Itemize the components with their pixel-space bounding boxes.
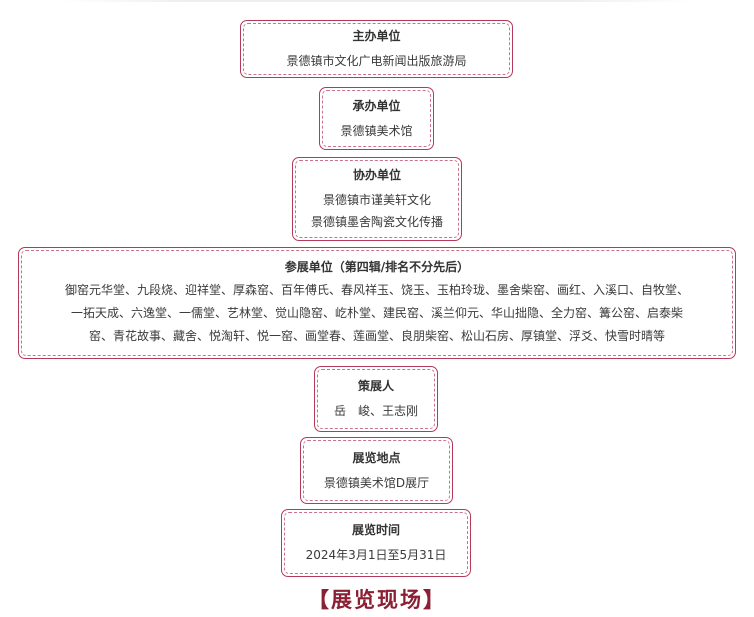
host-box: 主办单位 景德镇市文化广电新闻出版旅游局 bbox=[240, 20, 513, 78]
co-organizer-box: 协办单位 景德镇市谨美轩文化 景德镇墨舍陶瓷文化传播 bbox=[292, 157, 462, 241]
curator-box: 策展人 岳 峻、王志刚 bbox=[314, 366, 438, 432]
participants-line-3: 窑、青花故事、藏舍、悦淘轩、悦一窑、画堂春、莲画堂、良朋柴窑、松山石房、厚镇堂、… bbox=[88, 328, 665, 343]
dates-title: 展览时间 bbox=[351, 523, 400, 537]
co-organizer-line-1: 景德镇市谨美轩文化 bbox=[322, 193, 431, 207]
exhibition-scene-heading: 【展览现场】 bbox=[308, 587, 446, 612]
curator-title: 策展人 bbox=[357, 379, 394, 393]
dates-box: 展览时间 2024年3月1日至5月31日 bbox=[281, 509, 471, 577]
organizer-box: 承办单位 景德镇美术馆 bbox=[319, 87, 434, 150]
venue-title: 展览地点 bbox=[352, 450, 401, 465]
top-divider bbox=[62, 0, 694, 2]
curator-line: 岳 峻、王志刚 bbox=[333, 404, 418, 418]
participants-title: 参展单位（第四辑/排名不分先后） bbox=[284, 259, 470, 274]
host-title: 主办单位 bbox=[352, 29, 401, 43]
host-line: 景德镇市文化广电新闻出版旅游局 bbox=[286, 54, 467, 68]
co-organizer-title: 协办单位 bbox=[352, 168, 401, 182]
participants-line-2: 一拓天成、六逸堂、一儒堂、艺林堂、觉山隐窑、屹朴堂、建民窑、溪兰仰元、华山拙隐、… bbox=[70, 305, 683, 320]
participants-box: 参展单位（第四辑/排名不分先后） 御窑元华堂、九段烧、迎祥堂、厚森窑、百年傅氏、… bbox=[18, 247, 736, 359]
venue-box: 展览地点 景德镇美术馆D展厅 bbox=[300, 437, 453, 504]
organizer-title: 承办单位 bbox=[352, 98, 401, 113]
venue-line: 景德镇美术馆D展厅 bbox=[323, 475, 430, 490]
dates-line: 2024年3月1日至5月31日 bbox=[305, 548, 447, 562]
organizer-line: 景德镇美术馆 bbox=[340, 123, 413, 138]
co-organizer-line-2: 景德镇墨舍陶瓷文化传播 bbox=[310, 215, 443, 229]
participants-line-1: 御窑元华堂、九段烧、迎祥堂、厚森窑、百年傅氏、春风祥玉、饶玉、玉柏玲珑、墨舍柴窑… bbox=[64, 282, 689, 297]
